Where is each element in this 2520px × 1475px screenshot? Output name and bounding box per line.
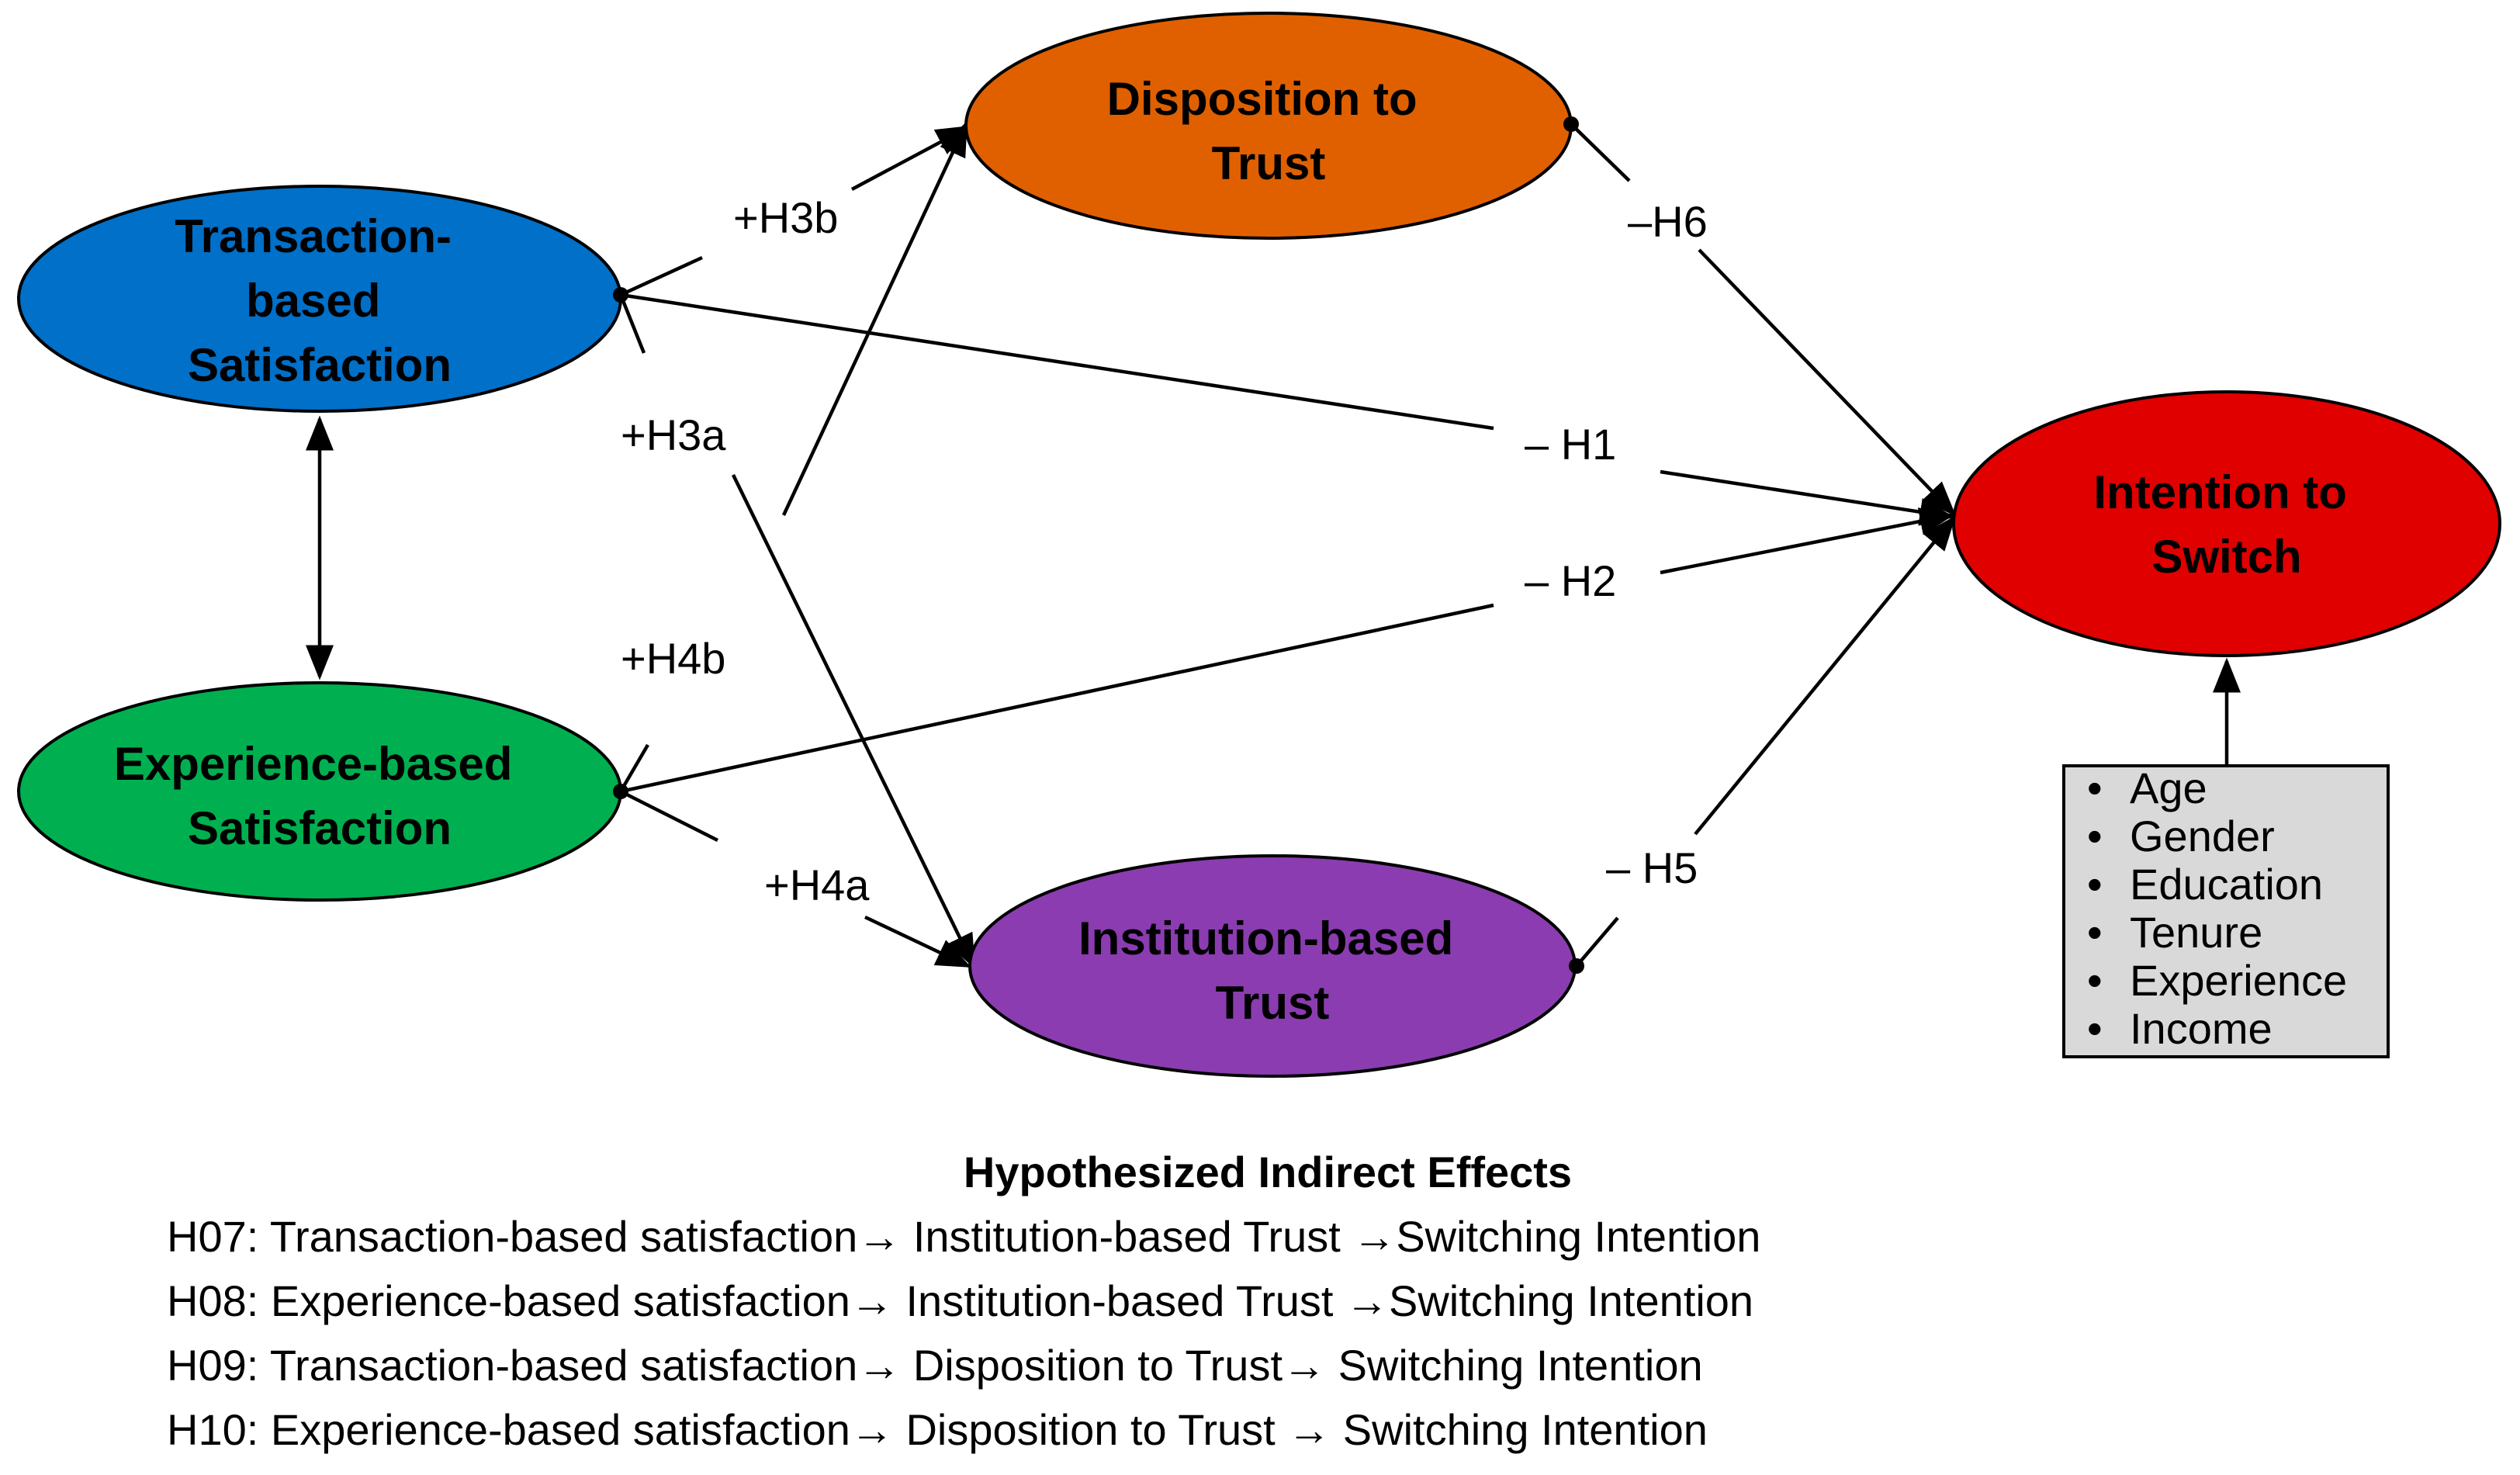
control-list: • Age • Gender • Education • Tenure • Experience •… <box>2087 763 2347 1053</box>
node-ellipse <box>1952 390 2501 657</box>
control-item-gender: Gender <box>2130 812 2275 860</box>
control-bullet: • <box>2087 763 2103 812</box>
svg-text:Experience-based Satisfa: Experience-based Satisfaction <box>114 738 525 854</box>
edge-label-h4a: +H4a <box>764 860 870 909</box>
edge-labels: +H3b +H3a +H4b +H4a – H1 – H2 –H6 – H5 <box>621 193 1708 909</box>
node-transaction-based-satisfaction: Transaction- based Satisfaction <box>17 185 622 413</box>
notes-line: H08: Experience-based satisfaction→ Inst… <box>167 1276 1753 1325</box>
node-label-line: Experience-based <box>114 738 513 790</box>
control-variables-box: • Age • Gender • Education • Tenure • Experience •… <box>2062 763 2390 1058</box>
node-label-line: Disposition to <box>1107 73 1418 125</box>
node-ellipse <box>964 12 1573 240</box>
edge-label-h5: – H5 <box>1606 843 1698 892</box>
control-item-tenure: Tenure <box>2130 908 2262 957</box>
control-bullet: • <box>2087 956 2103 1005</box>
node-label-line: Transaction- <box>175 210 452 262</box>
edge-h1 <box>620 293 1951 517</box>
edge-h4a <box>619 789 968 966</box>
control-bullet: • <box>2087 812 2103 860</box>
edges <box>306 123 2241 968</box>
control-bullet: • <box>2087 908 2103 957</box>
node-label-line: Intention to <box>2093 466 2347 518</box>
control-item-education: Education <box>2130 860 2323 909</box>
node-disposition-to-trust: Disposition to Trust <box>964 12 1573 240</box>
edge-h5 <box>1575 518 1954 968</box>
node-intention-to-switch: Intention to Switch <box>1952 390 2501 657</box>
control-item-experience: Experience <box>2130 956 2347 1005</box>
notes-title: Hypothesized Indirect Effects <box>964 1148 1572 1196</box>
edge-origin-dots <box>613 116 1584 974</box>
node-experience-based-satisfaction: Experience-based Satisfaction <box>17 681 622 902</box>
node-label-line: based <box>246 275 380 327</box>
edge-origin-dot <box>613 287 628 303</box>
node-label-line: Satisfaction <box>188 339 452 391</box>
svg-text:Transaction- based: Transaction- based Satisfaction <box>175 210 464 391</box>
edge-origin-dot <box>613 784 628 799</box>
edge-label-h6: –H6 <box>1628 197 1708 246</box>
edge-h2 <box>620 515 1951 794</box>
node-label-line: Switch <box>2151 531 2301 583</box>
control-item-age: Age <box>2130 763 2207 812</box>
control-item-income: Income <box>2130 1004 2272 1053</box>
node-ellipse <box>968 854 1577 1078</box>
indirect-effects-notes: Hypothesized Indirect Effects H07: Trans… <box>167 1148 1760 1454</box>
edge-label-h1: – H1 <box>1525 420 1616 469</box>
notes-line: H09: Transaction-based satisfaction→ Dis… <box>167 1341 1703 1390</box>
node-institution-based-trust: Institution-based Trust <box>968 854 1577 1078</box>
notes-line: H07: Transaction-based satisfaction→ Ins… <box>167 1212 1760 1261</box>
svg-text:Institution-based Trust: Institution-based Trust <box>1078 912 1466 1029</box>
edge-label-h3a: +H3a <box>621 410 726 459</box>
control-bullet: • <box>2087 860 2103 909</box>
edge-label-h4b: +H4b <box>621 634 725 683</box>
node-label-line: Trust <box>1212 137 1326 189</box>
edge-h6 <box>1570 123 1954 514</box>
node-label-line: Institution-based <box>1078 912 1453 964</box>
svg-text:Disposition to Trust: Disposition to Trust <box>1107 73 1431 189</box>
node-label-line: Trust <box>1216 977 1330 1029</box>
edge-label-h3b: +H3b <box>733 193 838 242</box>
control-bullet: • <box>2087 1004 2103 1053</box>
notes-line: H10: Experience-based satisfaction→ Disp… <box>167 1405 1708 1454</box>
edge-origin-dot <box>1563 116 1579 132</box>
edge-h4b <box>619 124 966 793</box>
node-label-line: Satisfaction <box>188 802 452 854</box>
edge-origin-dot <box>1569 958 1584 974</box>
node-ellipse <box>17 681 622 902</box>
edge-h3a <box>618 294 974 966</box>
control-box-background <box>2062 764 2390 1058</box>
svg-text:Intention to Switch: Intention to Switch <box>2093 466 2359 583</box>
edge-label-h2: – H2 <box>1525 556 1616 605</box>
